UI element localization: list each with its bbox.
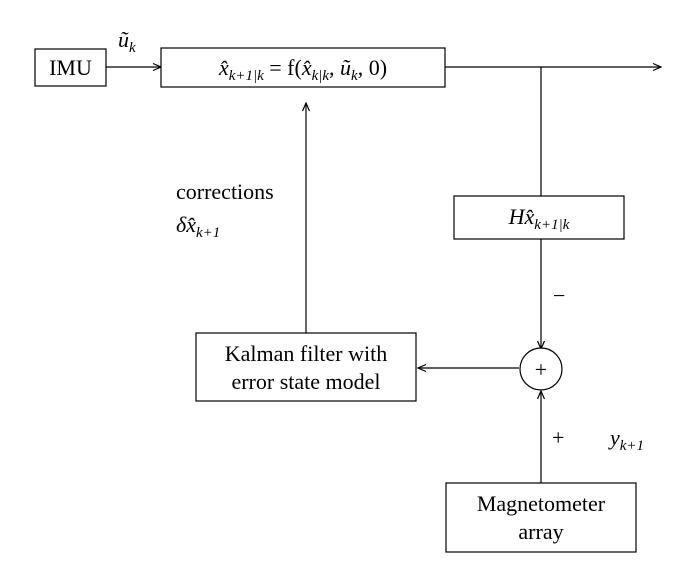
sum-symbol: + [535, 357, 547, 382]
svg-text:corrections: corrections [176, 179, 274, 204]
corrections-label: corrections δx̂k+1 [176, 179, 274, 241]
kalman-line-1: Kalman filter with [225, 341, 388, 366]
measurement-output-label: yk+1 [608, 425, 644, 454]
plus-sign: + [552, 425, 564, 450]
imu-block: IMU [34, 48, 107, 87]
measurement-equation: Hx̂k+1|k [508, 204, 570, 233]
measurement-block: Hx̂k+1|k [453, 195, 625, 240]
sum-junction: + [519, 347, 563, 391]
minus-sign: − [553, 283, 565, 308]
input-signal-label: ũk [118, 27, 136, 56]
kalman-line-2: error state model [231, 369, 380, 394]
magnetometer-line-2: array [518, 519, 563, 544]
prediction-block: x̂k+1|k = f(x̂k|k, ũk, 0) [160, 47, 446, 88]
imu-label: IMU [49, 55, 92, 80]
prediction-equation: x̂k+1|k = f(x̂k|k, ũk, 0) [218, 55, 387, 84]
magnetometer-block: Magnetometer array [445, 482, 637, 553]
magnetometer-line-1: Magnetometer [477, 491, 606, 516]
kalman-filter-block: Kalman filter with error state model [195, 332, 417, 402]
svg-text:δx̂k+1: δx̂k+1 [176, 212, 220, 241]
